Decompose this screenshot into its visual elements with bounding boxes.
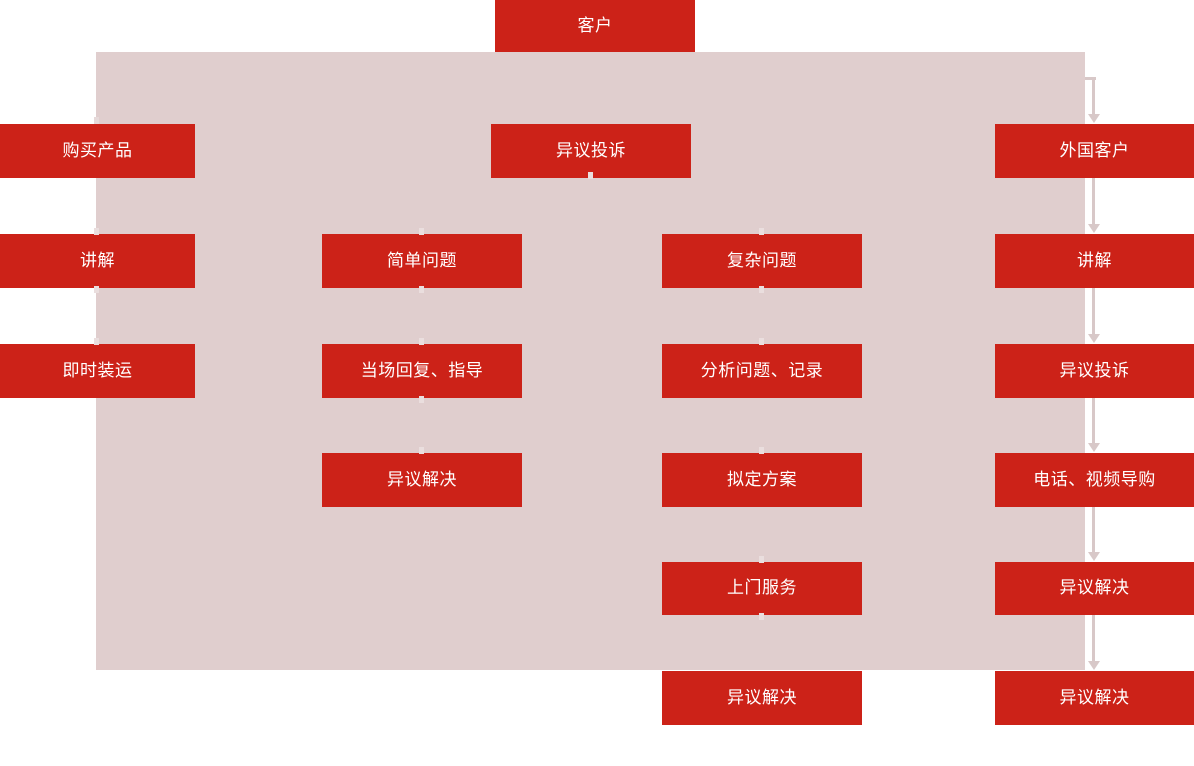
connector-stub-complex-service-top [759,556,764,563]
node-simple-resolution[interactable]: 异议解决 [322,453,522,507]
node-complex-onsite-service[interactable]: 上门服务 [662,562,862,615]
node-complex-resolution[interactable]: 异议解决 [662,671,862,725]
connector-foreign-5 [1092,615,1095,663]
connector-stub-simple-issue-top [419,228,424,235]
node-purchase-shipping[interactable]: 即时装运 [0,344,195,398]
connector-stub-purchase-explain-top [94,228,99,235]
connector-stub-complex-issue-top [759,228,764,235]
connector-horizontal-to-foreign [1085,77,1096,80]
node-purchase-explain[interactable]: 讲解 [0,234,195,288]
connector-foreign-1 [1092,178,1095,226]
connector-foreign-3 [1092,398,1095,445]
arrowhead-to-foreign-customer [1088,114,1100,123]
connector-vertical-to-foreign [1092,77,1095,116]
connector-stub-complaint-bottom [588,172,593,179]
connector-stub-simple-resolution-top [419,447,424,454]
node-root-customer[interactable]: 客户 [495,0,695,52]
node-foreign-video-guide[interactable]: 电话、视频导购 [995,453,1194,507]
node-complex-issue[interactable]: 复杂问题 [662,234,862,288]
connector-foreign-4 [1092,507,1095,554]
node-foreign-resolution-1[interactable]: 异议解决 [995,562,1194,615]
arrowhead-foreign-2 [1088,334,1100,343]
node-complex-analyze-record[interactable]: 分析问题、记录 [662,344,862,398]
arrowhead-foreign-4 [1088,552,1100,561]
connector-foreign-2 [1092,288,1095,336]
node-simple-issue[interactable]: 简单问题 [322,234,522,288]
node-purchase-product[interactable]: 购买产品 [0,124,195,178]
arrowhead-foreign-5 [1088,661,1100,670]
node-foreign-complaint[interactable]: 异议投诉 [995,344,1194,398]
node-foreign-customer[interactable]: 外国客户 [995,124,1194,178]
node-foreign-resolution-2[interactable]: 异议解决 [995,671,1194,725]
connector-stub-purchase-shipping-top [94,338,99,345]
node-foreign-explain[interactable]: 讲解 [995,234,1194,288]
node-complaint-center[interactable]: 异议投诉 [491,124,691,178]
arrowhead-foreign-3 [1088,443,1100,452]
node-simple-onsite-reply[interactable]: 当场回复、指导 [322,344,522,398]
connector-stub-simple-reply-bottom [419,396,424,403]
connector-stub-simple-issue-bottom [419,286,424,293]
connector-stub-simple-reply-top [419,338,424,345]
node-complex-draft-plan[interactable]: 拟定方案 [662,453,862,507]
connector-stub-purchase-explain-bottom [94,286,99,293]
connector-stub-complex-analyze-top [759,338,764,345]
connector-stub-complex-issue-bottom [759,286,764,293]
connector-stub-complex-service-bottom [759,613,764,620]
connector-stub-purchase-top [94,117,99,124]
arrowhead-foreign-1 [1088,224,1100,233]
connector-stub-complex-plan-top [759,447,764,454]
